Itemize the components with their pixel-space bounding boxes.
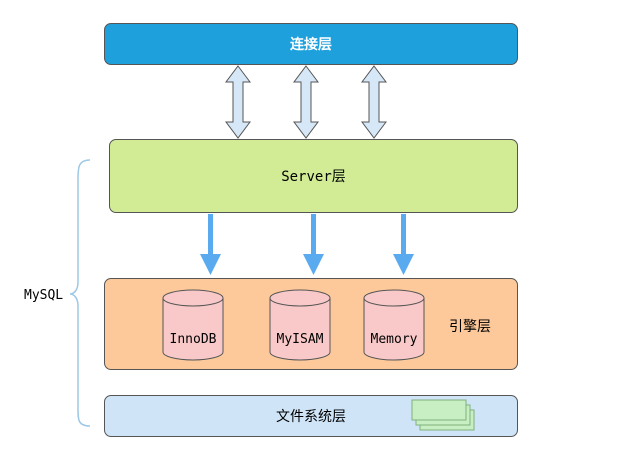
server-layer: Server层	[109, 139, 518, 213]
double-arrow	[225, 65, 251, 139]
mysql-group-bracket	[69, 159, 91, 427]
down-arrow	[200, 214, 221, 275]
double-arrow	[361, 65, 387, 139]
engine-layer-label: 引擎层	[449, 319, 491, 335]
innodb-cylinder	[162, 289, 224, 361]
connection-layer-label: 连接层	[290, 37, 332, 53]
mysql-group-label: MySQL	[24, 288, 64, 303]
myisam-cylinder	[269, 289, 331, 361]
engine-memory-label: Memory	[370, 332, 418, 347]
engine-myisam-label: MyISAM	[276, 332, 324, 347]
double-arrow	[293, 65, 319, 139]
server-layer-label: Server层	[281, 169, 346, 185]
stacked-files-icon	[411, 399, 475, 431]
down-arrow	[393, 214, 414, 275]
filesystem-layer-label: 文件系统层	[276, 409, 346, 425]
connection-layer: 连接层	[104, 23, 518, 65]
engine-innodb-label: InnoDB	[169, 332, 217, 347]
memory-cylinder	[363, 289, 425, 361]
down-arrow	[303, 214, 324, 275]
